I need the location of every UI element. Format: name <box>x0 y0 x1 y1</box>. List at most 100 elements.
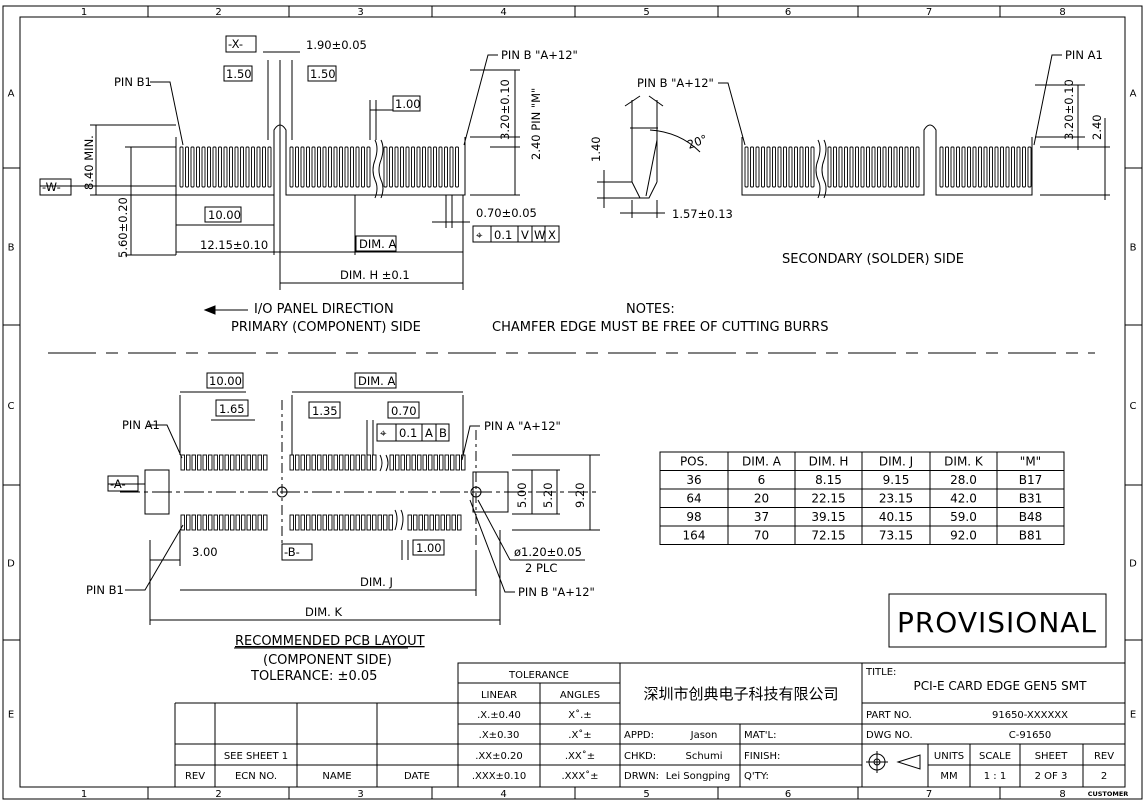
table-header-cell: POS. <box>680 455 708 469</box>
dim-box-1000 <box>204 206 242 223</box>
table-header-cell: "M" <box>1020 455 1041 469</box>
date-column-header: DATE <box>404 771 430 782</box>
contact-pin <box>416 146 421 188</box>
tol-angle-x: X˚.± <box>568 709 591 721</box>
pin-b-a12-label: PIN B "A+12" <box>501 48 578 62</box>
pcb-pad <box>322 454 327 471</box>
frame-col-label: 8 <box>1059 789 1065 800</box>
contact-pin <box>1000 146 1004 188</box>
appd-value: Jason <box>690 730 718 741</box>
contact-pin <box>322 146 327 188</box>
contact-pin <box>805 146 809 188</box>
contact-pin <box>810 146 815 188</box>
table-cell: 164 <box>683 529 706 543</box>
contact-pin <box>179 146 184 188</box>
pcb-pad <box>224 514 229 531</box>
pcb-pad <box>252 514 257 531</box>
dwg-number: C-91650 <box>1009 730 1051 741</box>
fcf-datum-w: W <box>534 228 545 242</box>
notes: NOTES: CHAMFER EDGE MUST BE FREE OF CUTT… <box>492 302 828 335</box>
table-cell: 20 <box>754 492 769 506</box>
datum-x-label: -X- <box>228 37 243 51</box>
contact-pin <box>361 146 365 188</box>
datum-w-label: -W- <box>42 180 61 194</box>
pcb-pad <box>311 454 316 471</box>
contact-pin <box>915 146 920 188</box>
chkd-value: Schumi <box>685 751 722 762</box>
pcb-pad <box>461 454 466 471</box>
pcb-pad <box>224 454 229 471</box>
pcb-pad <box>208 514 213 531</box>
mounting-hole-left <box>276 486 288 498</box>
pcb-pad <box>350 454 355 471</box>
pcb-pad <box>406 454 411 471</box>
pcb-dim-920: 9.20 <box>573 482 587 508</box>
finish-label: FINISH: <box>744 751 780 762</box>
pin-b1-label: PIN B1 <box>114 75 152 89</box>
contact-pin <box>755 146 760 188</box>
table-cell: 98 <box>686 510 701 524</box>
pcb-pad <box>197 514 202 531</box>
pcb-pad <box>433 454 438 471</box>
table-header-cell: DIM. J <box>879 455 913 469</box>
frame-row-label: C <box>8 401 15 412</box>
dim-140: 1.40 <box>589 136 603 162</box>
pcb-dim-300: 3.00 <box>192 545 218 559</box>
pcb-pad <box>444 454 449 471</box>
scale-label: SCALE <box>979 751 1011 762</box>
contact-pin <box>910 146 914 188</box>
title-block: TOLERANCE LINEAR ANGLES .X.±0.40 X˚.± .X… <box>174 662 1128 798</box>
pcb-pad <box>339 514 344 531</box>
pcb-pad <box>417 454 422 471</box>
datum-box-w <box>39 178 72 196</box>
dim-dimh: DIM. H ±0.1 <box>340 268 410 282</box>
contact-pin <box>799 146 804 188</box>
primary-side-caption: PRIMARY (COMPONENT) SIDE <box>231 320 421 335</box>
dim-240-secondary: 2.40 <box>1090 114 1104 140</box>
tol-linear-xx: .XX±0.20 <box>475 751 523 762</box>
frame-row-label: C <box>1130 401 1137 412</box>
dim-320-secondary: 3.20±0.10 <box>1062 79 1076 140</box>
contact-pin <box>744 146 749 188</box>
pcb-dim-070: 0.70 <box>391 404 417 418</box>
pcb-pad <box>317 454 322 471</box>
pcb-pad <box>328 514 333 531</box>
contact-pin <box>245 146 250 188</box>
contact-pin <box>262 146 266 188</box>
pcb-pad <box>208 454 213 471</box>
contact-pin <box>218 146 222 188</box>
break-mark <box>372 139 378 199</box>
contact-pin <box>950 146 955 188</box>
frame-col-label: 5 <box>643 789 649 800</box>
dim-150a: 1.50 <box>226 67 252 81</box>
contact-pin <box>794 146 798 188</box>
contact-pin <box>855 146 859 188</box>
contact-pin <box>449 146 454 188</box>
dim-box-150b <box>307 65 337 82</box>
contact-pin <box>229 146 233 188</box>
pcb-pad <box>322 514 327 531</box>
frame-row-label: D <box>1129 559 1137 570</box>
pcb-pad <box>311 514 316 531</box>
contact-pin <box>389 146 393 188</box>
chkd-label: CHKD: <box>624 751 656 762</box>
tolerance-angles: ANGLES <box>560 690 600 701</box>
table-cell: 39.15 <box>811 510 845 524</box>
pcb-pad <box>428 454 433 471</box>
frame-zone-ticks <box>3 6 1142 799</box>
tol-linear-xxx: .XXX±0.10 <box>472 771 526 782</box>
qty-label: Q'TY: <box>744 771 769 782</box>
pcb-pad <box>263 454 268 471</box>
contact-pin <box>317 146 321 188</box>
pcb-pad <box>180 514 185 531</box>
contact-pin <box>212 146 217 188</box>
contact-pin <box>1011 146 1015 188</box>
contact-pin <box>300 146 305 188</box>
part-number: 91650-XXXXXX <box>992 710 1068 721</box>
pcb-pad <box>191 454 196 471</box>
pcb-pad <box>213 514 218 531</box>
frame-col-label: 5 <box>643 7 649 18</box>
pcb-pad <box>180 454 185 471</box>
pcb-layout-texts: 10.00 DIM. A 1.65 1.35 0.70 ⌖ 0.1 A B PI… <box>86 374 595 684</box>
pcb-pad <box>339 454 344 471</box>
